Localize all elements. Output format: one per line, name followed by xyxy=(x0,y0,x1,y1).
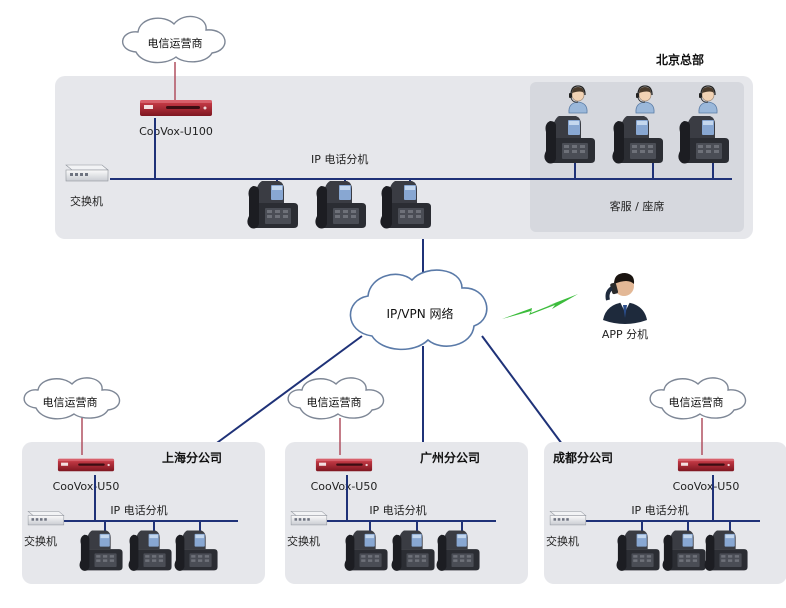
network-switch-icon xyxy=(27,510,65,526)
branch-pbx-label: CooVox-U50 xyxy=(311,480,378,493)
hq-pbx-label: CooVox-U100 xyxy=(139,125,213,138)
vpn-cloud: IP/VPN 网络 xyxy=(349,269,488,351)
shanghai-wan-link xyxy=(209,335,363,449)
network-switch-icon xyxy=(65,164,109,182)
branch-title: 成都分公司 xyxy=(553,450,613,465)
mobile-user-icon xyxy=(595,265,655,325)
pbx-appliance-icon xyxy=(677,458,735,472)
chengdu-wan-link xyxy=(481,335,566,449)
pbx-appliance-icon xyxy=(315,458,373,472)
wireless-signal-icon xyxy=(502,294,578,319)
app-extension-label: APP 分机 xyxy=(602,327,648,341)
network-switch-icon xyxy=(549,510,587,526)
agent-area-label: 客服 / 座席 xyxy=(610,199,665,213)
branch-pbx-label: CooVox-U50 xyxy=(53,480,120,493)
branch-title: 广州分公司 xyxy=(420,450,480,465)
wan-links xyxy=(209,239,566,449)
branch-switch-label: 交换机 xyxy=(546,534,579,548)
branch-carrier-label: 电信运营商 xyxy=(307,395,362,409)
pbx-appliance-icon xyxy=(57,458,115,472)
network-switch-icon xyxy=(290,510,328,526)
cloud-icon xyxy=(122,15,226,64)
branch-pbx-label: CooVox-U50 xyxy=(673,480,740,493)
pbx-appliance-icon xyxy=(140,100,212,116)
cloud-icon xyxy=(649,377,746,420)
cloud-icon xyxy=(287,377,384,420)
headquarters-title: 北京总部 xyxy=(656,52,704,67)
vpn-network-label: IP/VPN 网络 xyxy=(386,306,453,321)
hq-carrier-cloud: 电信运营商 xyxy=(122,15,226,64)
branch-carrier-label: 电信运营商 xyxy=(669,395,724,409)
cloud-icon xyxy=(23,377,120,420)
branch-switch-label: 交换机 xyxy=(287,534,320,548)
branch-extension-label: IP 电话分机 xyxy=(369,503,426,517)
branch-switch-label: 交换机 xyxy=(24,534,57,548)
hq-carrier-label: 电信运营商 xyxy=(148,36,203,50)
branch-title: 上海分公司 xyxy=(162,450,222,465)
hq-extension-label: IP 电话分机 xyxy=(311,152,368,166)
branch-extension-label: IP 电话分机 xyxy=(631,503,688,517)
branch-carrier-label: 电信运营商 xyxy=(43,395,98,409)
headquarters-panel: 北京总部 电信运营商 CooVox-U100 交换机 IP 电话分机 客服 / … xyxy=(55,15,753,239)
hq-switch-label: 交换机 xyxy=(70,194,103,208)
cloud-icon xyxy=(349,269,488,351)
branch-extension-label: IP 电话分机 xyxy=(110,503,167,517)
